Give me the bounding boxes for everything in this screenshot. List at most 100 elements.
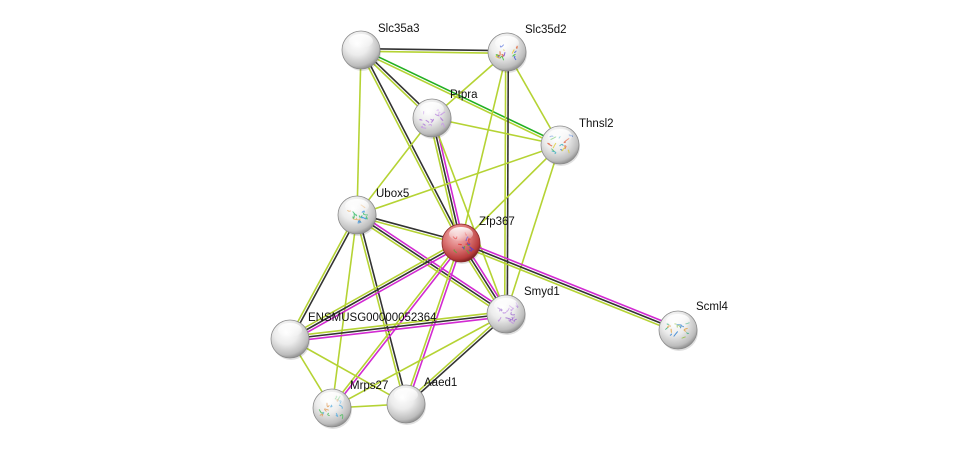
structure-strand xyxy=(430,118,435,123)
node-Ptpra[interactable]: Ptpra xyxy=(412,89,478,139)
node-label: Zfp367 xyxy=(479,216,515,228)
structure-strand xyxy=(501,54,504,58)
structure-strand xyxy=(513,318,517,323)
edge-Slc35a3-Ubox5[interactable] xyxy=(356,49,362,216)
structure-strand xyxy=(358,215,363,218)
edge-strand-textmining xyxy=(356,49,362,216)
node-highlight xyxy=(495,36,519,50)
structure-strand xyxy=(324,408,329,412)
node-Mrps27[interactable]: Mrps27 xyxy=(312,380,388,429)
node-Scml4[interactable]: Scml4 xyxy=(658,301,729,351)
edge-Thnsl2-Ubox5[interactable] xyxy=(356,144,561,216)
edge-strand-textmining xyxy=(431,117,507,315)
edge-strand-textmining xyxy=(288,240,461,338)
edge-strand-coexpression xyxy=(406,314,508,406)
edge-strand-coexpression xyxy=(431,117,462,244)
node-highlight xyxy=(349,34,373,48)
node-label: Scml4 xyxy=(696,301,729,313)
edge-strand-textmining xyxy=(289,310,506,338)
node-highlight xyxy=(345,199,369,213)
node-Thnsl2[interactable]: Thnsl2 xyxy=(540,118,614,166)
node-Aaed1[interactable]: Aaed1 xyxy=(386,377,457,425)
edge-Slc35a3-Thnsl2[interactable] xyxy=(360,48,561,147)
node-Smyd1[interactable]: Smyd1 xyxy=(486,286,560,335)
edge-Ptpra-Ubox5[interactable] xyxy=(356,117,433,216)
edge-strand-textmining xyxy=(460,144,561,244)
node-Slc35a3[interactable]: Slc35a3 xyxy=(341,23,420,71)
structure-strand xyxy=(428,123,432,127)
structure-strand xyxy=(440,111,446,116)
edge-strand-textmining xyxy=(404,312,506,404)
edge-strand-coexpression xyxy=(361,49,463,243)
structure-strand xyxy=(503,49,505,52)
node-highlight xyxy=(449,227,473,241)
edge-Smyd1-Mrps27[interactable] xyxy=(331,313,507,409)
node-Zfp367[interactable]: Zfp367 xyxy=(441,216,515,264)
edge-strand-textmining xyxy=(428,118,460,244)
structure-strand xyxy=(669,333,672,336)
edge-strand-coexpression xyxy=(289,242,462,340)
edge-strand-textmining xyxy=(354,215,406,405)
edge-strand-experiments xyxy=(290,315,507,343)
node-highlight xyxy=(320,392,344,406)
edge-strand-coexpression xyxy=(460,242,679,331)
structure-strand xyxy=(357,220,362,224)
edge-Zfp367-Scml4[interactable] xyxy=(459,239,680,334)
edge-Slc35d2-Smyd1[interactable] xyxy=(503,51,510,315)
edge-strand-coexpression xyxy=(356,214,507,315)
edges-layer xyxy=(288,47,680,410)
edge-strand-experiments xyxy=(290,244,463,342)
structure-strand xyxy=(512,53,516,57)
edge-strand-textmining xyxy=(360,50,507,55)
edge-strand-experiments xyxy=(406,243,463,405)
structure-strand xyxy=(495,55,500,59)
edge-strand-textmining xyxy=(505,144,561,315)
structure-strand xyxy=(561,146,566,152)
structure-strand xyxy=(511,49,515,54)
structure-strand xyxy=(440,122,445,128)
edge-strand-coexpression xyxy=(290,215,359,340)
nodes-layer: Slc35a3 Slc35d2PtpraThnsl2Ubox5Zfp367Smyd… xyxy=(270,23,729,429)
structure-strand xyxy=(319,413,324,417)
node-label: Ptpra xyxy=(450,89,478,101)
structure-strand xyxy=(673,331,678,337)
edge-ENSMUSG00000052364-Aaed1[interactable] xyxy=(289,338,407,405)
structure-strand xyxy=(419,118,423,121)
structure-strand xyxy=(422,123,426,127)
edge-strand-textmining xyxy=(360,50,560,147)
edge-Zfp367-ENSMUSG00000052364[interactable] xyxy=(288,240,463,342)
structure-strand xyxy=(466,242,471,246)
structure-strand xyxy=(686,332,690,335)
edge-Thnsl2-Smyd1[interactable] xyxy=(505,144,561,315)
edge-Ptpra-Thnsl2[interactable] xyxy=(431,117,561,146)
edge-Smyd1-Aaed1[interactable] xyxy=(404,312,508,406)
node-highlight xyxy=(494,298,518,312)
edge-Slc35d2-Zfp367[interactable] xyxy=(460,51,508,244)
edge-Slc35a3-Slc35d2[interactable] xyxy=(360,47,508,55)
structure-strand xyxy=(318,409,324,414)
edge-strand-coexpression xyxy=(506,52,510,315)
structure-strand xyxy=(461,246,465,250)
edge-Thnsl2-Zfp367[interactable] xyxy=(460,144,561,244)
edge-strand-textmining xyxy=(289,338,407,405)
structure-strand xyxy=(466,249,470,255)
structure-strand xyxy=(469,246,475,251)
structure-strand xyxy=(502,311,507,314)
edge-strand-textmining xyxy=(431,117,561,146)
structure-strand xyxy=(420,125,427,129)
node-label: Slc35d2 xyxy=(525,24,567,36)
structure-strand xyxy=(497,51,501,57)
edge-Smyd1-ENSMUSG00000052364[interactable] xyxy=(289,310,507,343)
structure-strand xyxy=(339,414,344,420)
edge-Ptpra-Smyd1[interactable] xyxy=(431,117,507,315)
node-label: Slc35a3 xyxy=(378,23,420,35)
structure-strand xyxy=(335,412,339,417)
structure-strand xyxy=(551,150,557,155)
node-Slc35d2[interactable]: Slc35d2 xyxy=(487,24,567,73)
node-Ubox5[interactable]: Ubox5 xyxy=(337,188,409,236)
node-highlight xyxy=(394,388,418,402)
edge-strand-textmining xyxy=(460,51,508,244)
edge-Ubox5-ENSMUSG00000052364[interactable] xyxy=(288,214,359,340)
node-ENSMUSG00000052364[interactable]: ENSMUSG00000052364 xyxy=(270,312,437,360)
